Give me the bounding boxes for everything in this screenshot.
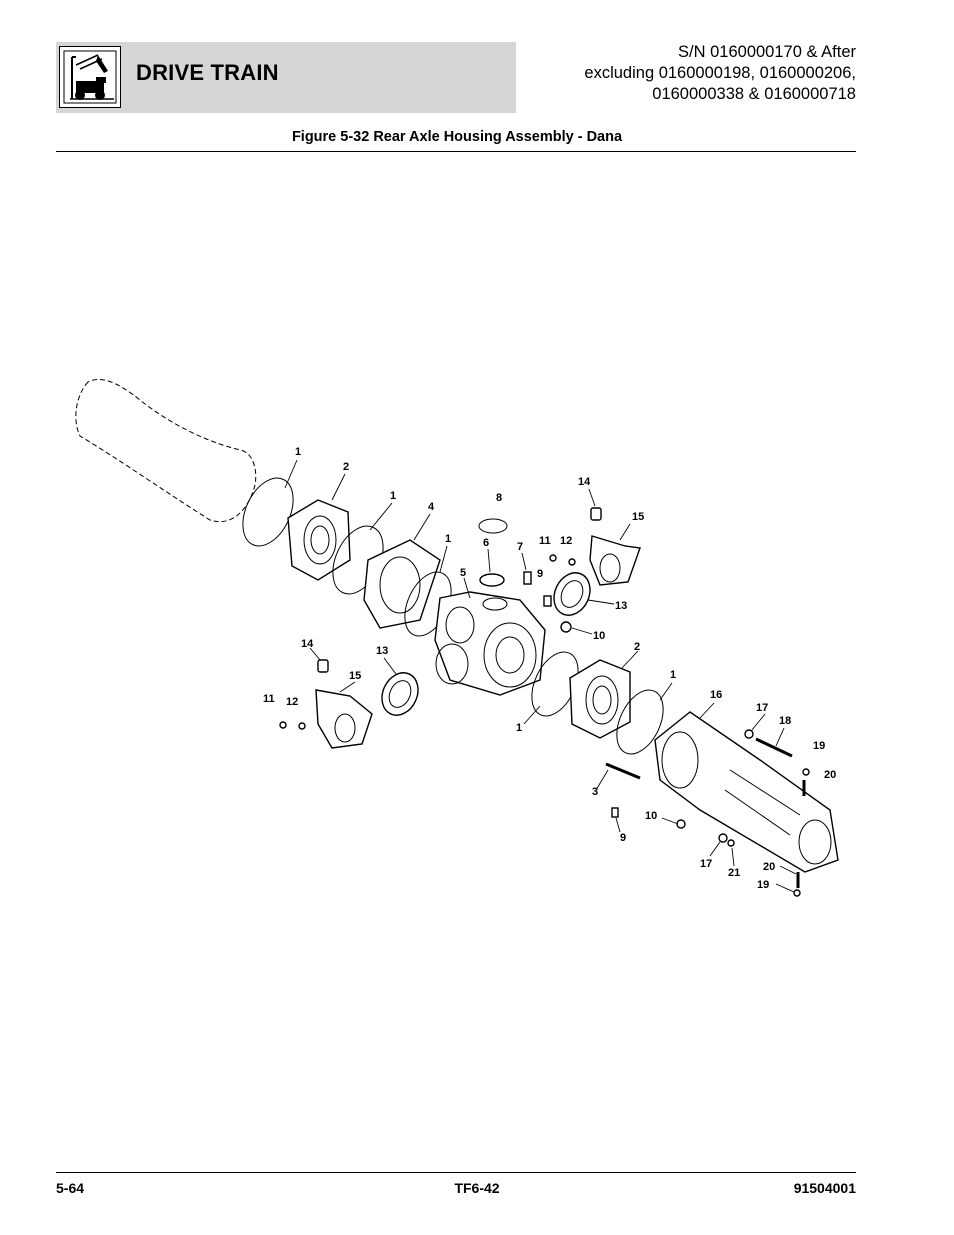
serial-line: excluding 0160000198, 0160000206, [584,64,856,82]
footer-rule [56,1172,856,1173]
callout-14: 14 [578,476,591,488]
washer [744,729,754,739]
center-axle-housing [434,591,546,696]
bushing [553,572,591,616]
callout-13: 13 [376,645,388,657]
housing-cover [363,539,441,629]
fitting [523,571,532,585]
nut [793,889,801,897]
carrier-housing [287,499,351,581]
callout-14: 14 [301,638,314,650]
callout-4: 4 [428,501,435,513]
serial-line: 0160000338 & 0160000718 [652,85,856,103]
callout-1: 1 [670,669,676,681]
callout-1: 1 [516,722,522,734]
serial-line: S/N 0160000170 & After [678,43,856,61]
header-rule [56,151,856,152]
header-banner [56,42,516,113]
callout-10: 10 [593,630,605,642]
nut [676,819,686,829]
callout-10: 10 [645,810,657,822]
model-number: TF6-42 [454,1180,500,1196]
callout-20: 20 [824,769,836,781]
washer [279,721,287,729]
serial-number-block: S/N 0160000170 & After excluding 0160000… [584,42,856,105]
callout-6: 6 [483,537,489,549]
callout-2: 2 [634,641,640,653]
callout-17: 17 [756,702,768,714]
o-ring [478,518,508,534]
callout-21: 21 [728,867,740,879]
callout-17: 17 [700,858,712,870]
nut [802,768,810,776]
plug [479,573,505,587]
document-number: 91504001 [793,1180,856,1196]
callout-5: 5 [460,567,466,579]
lift-truck-icon [59,46,121,108]
callout-13: 13 [615,600,627,612]
callout-12: 12 [286,696,298,708]
figure-title: Figure 5-32 Rear Axle Housing Assembly -… [291,129,623,145]
nut [727,839,735,847]
section-title: DRIVE TRAIN [136,60,279,85]
nut [560,621,572,633]
phantom-outline [75,378,257,523]
gasket [616,689,664,755]
callout-1: 1 [295,446,301,458]
callout-18: 18 [779,715,791,727]
pivot-bracket [589,535,641,586]
bolt [568,558,576,566]
callout-9: 9 [620,832,626,844]
page-number: 5-64 [56,1180,85,1196]
callout-11: 11 [263,693,275,705]
callout-8: 8 [496,492,502,504]
carrier-housing [569,659,631,739]
vent [543,595,552,607]
cap [590,507,602,521]
callout-9: 9 [537,568,543,580]
callout-16: 16 [710,689,722,701]
callout-15: 15 [632,511,644,523]
bolt [298,722,306,730]
pivot-bracket [315,689,373,749]
washer [718,833,728,843]
stud [605,762,641,780]
callout-1: 1 [445,533,451,545]
cap [317,659,329,673]
callout-19: 19 [757,879,769,891]
washer [549,554,557,562]
callout-12: 12 [560,535,572,547]
bushing [381,672,419,716]
callout-2: 2 [343,461,349,473]
callout-11: 11 [539,535,551,547]
vent [611,807,619,818]
stud [755,737,793,758]
callout-20: 20 [763,861,775,873]
callout-15: 15 [349,670,361,682]
callout-3: 3 [592,786,598,798]
callout-1: 1 [390,490,396,502]
callout-19: 19 [813,740,825,752]
axle-tube-housing [654,711,839,873]
leader-lines [284,459,797,893]
callout-7: 7 [517,541,523,553]
